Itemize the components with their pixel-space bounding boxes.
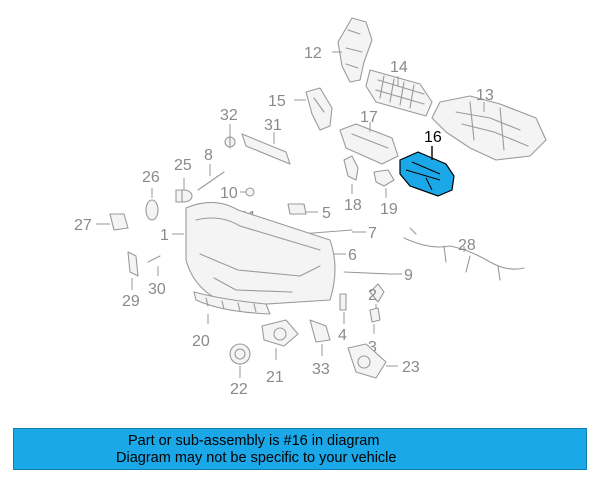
label-33: 33 (312, 361, 330, 378)
part-29-shape (127, 251, 139, 277)
label-7: 7 (368, 225, 377, 242)
part-10-shape (245, 187, 255, 197)
label-8: 8 (204, 147, 213, 164)
label-30: 30 (148, 281, 166, 298)
label-10: 10 (220, 185, 238, 202)
label-28: 28 (458, 237, 476, 254)
label-32: 32 (220, 107, 238, 124)
part-14-shape (365, 69, 433, 117)
label-27: 27 (74, 217, 92, 234)
part-31-shape (241, 133, 291, 165)
banner-line-1: Part or sub-assembly is #16 in diagram (128, 433, 380, 449)
part-4-shape (339, 293, 347, 311)
part-17-shape (339, 123, 399, 165)
part-8-shape (197, 171, 225, 191)
part-12-shape (337, 17, 373, 83)
label-29: 29 (122, 293, 140, 310)
label-2: 2 (368, 287, 377, 304)
part-26-shape (145, 199, 159, 221)
banner-line-2: Diagram may not be specific to your vehi… (116, 450, 397, 466)
part-23-shape (347, 343, 387, 379)
label-31: 31 (264, 117, 282, 134)
label-6: 6 (348, 247, 357, 264)
label-18: 18 (344, 197, 362, 214)
label-13: 13 (476, 87, 494, 104)
label-19: 19 (380, 201, 398, 218)
part-2-shape (369, 283, 385, 303)
label-9: 9 (404, 267, 413, 284)
part-20-shape (193, 291, 271, 315)
part-19-shape (373, 169, 395, 187)
label-25: 25 (174, 157, 192, 174)
part-16-highlighted-shape (399, 151, 455, 197)
label-26: 26 (142, 169, 160, 186)
label-3: 3 (368, 339, 377, 356)
label-22: 22 (230, 381, 248, 398)
label-1: 1 (160, 227, 169, 244)
part-33-shape (309, 319, 331, 343)
label-4: 4 (338, 327, 347, 344)
part-5-shape (287, 203, 307, 215)
label-14: 14 (390, 59, 408, 76)
part-9-shape (343, 271, 391, 275)
part-30-shape (147, 255, 161, 263)
part-1-bumper-shape (185, 201, 336, 307)
label-12: 12 (304, 45, 322, 62)
part-28-shape (403, 227, 525, 281)
label-21: 21 (266, 369, 284, 386)
label-16: 16 (424, 129, 442, 146)
label-23: 23 (402, 359, 420, 376)
label-20: 20 (192, 333, 210, 350)
part-21-shape (261, 319, 299, 347)
label-15: 15 (268, 93, 286, 110)
parts-diagram: 12 14 13 15 17 16 18 19 (74, 17, 547, 398)
part-13-shape (431, 95, 547, 161)
part-22-shape (229, 343, 251, 365)
label-17: 17 (360, 109, 378, 126)
info-banner: Part or sub-assembly is #16 in diagram D… (13, 428, 587, 470)
part-3-shape (369, 307, 381, 323)
part-25-shape (175, 189, 193, 203)
part-27-shape (109, 213, 129, 231)
part-18-shape (343, 155, 359, 181)
part-15-shape (305, 87, 333, 131)
part-32-shape (224, 133, 236, 149)
label-5: 5 (322, 205, 331, 222)
